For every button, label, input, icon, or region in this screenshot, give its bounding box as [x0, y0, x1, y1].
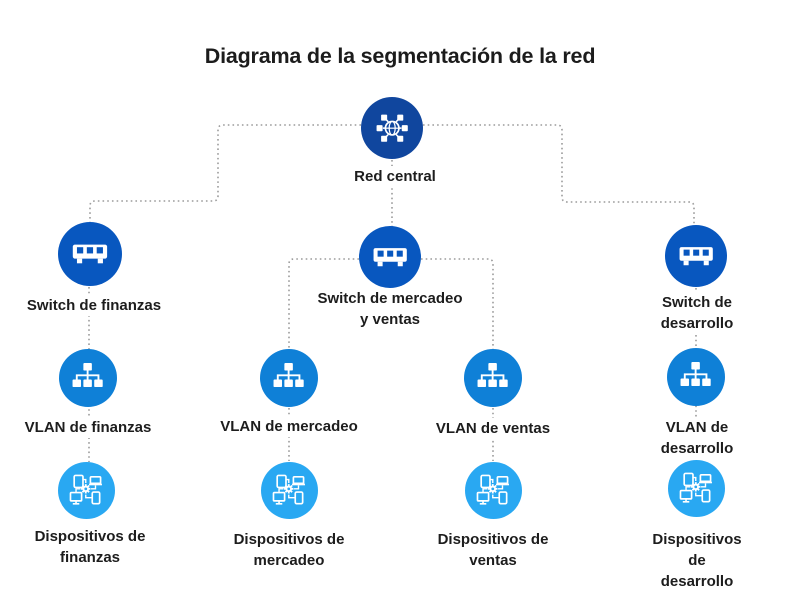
vlan-hierarchy-icon — [477, 363, 509, 388]
node-label-dispositivos-mercadeo: Dispositivos de mercadeo — [228, 529, 350, 571]
node-label-vlan-ventas: VLAN de ventas — [430, 418, 556, 439]
node-vlan-ventas — [464, 349, 522, 407]
node-dispositivos-mercadeo — [260, 461, 318, 519]
node-red-central — [361, 97, 423, 159]
node-switch-finanzas — [58, 222, 122, 286]
node-label-switch-mercadeo-ventas: Switch de mercadeo y ventas — [312, 288, 468, 330]
node-dispositivos-desarrollo — [667, 459, 725, 517]
vlan-hierarchy-icon — [273, 363, 305, 388]
node-switch-desarrollo — [665, 225, 727, 287]
edge-core-to-switch-desarrollo — [423, 124, 695, 226]
switch-icon — [72, 244, 108, 264]
diagram-title: Diagrama de la segmentación de la red — [204, 44, 596, 68]
vlan-hierarchy-icon — [72, 363, 104, 388]
node-label-dispositivos-desarrollo: Dispositivos de desarrollo — [645, 529, 749, 592]
node-label-vlan-finanzas: VLAN de finanzas — [19, 417, 157, 438]
node-label-dispositivos-finanzas: Dispositivos de finanzas — [29, 526, 151, 568]
devices-icon — [272, 474, 305, 505]
node-label-vlan-mercadeo: VLAN de mercadeo — [215, 416, 363, 437]
network-hub-icon — [376, 114, 408, 142]
node-label-switch-finanzas: Switch de finanzas — [21, 295, 167, 316]
edge-core-to-switch-finanzas — [89, 124, 361, 222]
node-label-vlan-desarrollo: VLAN de desarrollo — [645, 417, 749, 459]
vlan-hierarchy-icon — [680, 362, 712, 387]
node-dispositivos-finanzas — [57, 461, 115, 519]
node-label-switch-desarrollo: Switch de desarrollo — [645, 292, 749, 334]
node-label-red-central: Red central — [349, 166, 441, 187]
node-dispositivos-ventas — [464, 461, 522, 519]
switch-icon — [679, 246, 713, 266]
node-vlan-mercadeo — [260, 349, 318, 407]
node-switch-mercadeo-ventas — [359, 226, 421, 288]
node-vlan-desarrollo — [667, 348, 725, 406]
devices-icon — [476, 474, 509, 505]
switch-icon — [373, 247, 407, 267]
node-label-dispositivos-ventas: Dispositivos de ventas — [432, 529, 554, 571]
node-vlan-finanzas — [59, 349, 117, 407]
devices-icon — [69, 474, 102, 505]
devices-icon — [679, 472, 712, 503]
